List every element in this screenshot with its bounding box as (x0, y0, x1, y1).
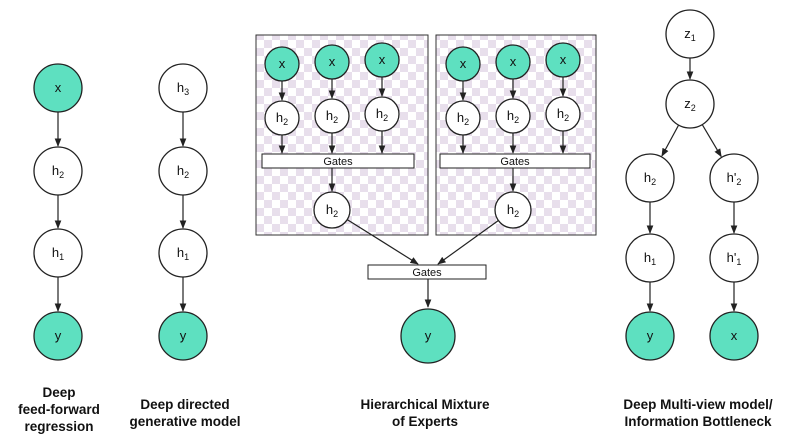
node-label: h2 (376, 106, 388, 123)
p1-gates (261, 153, 415, 169)
node-label: h2 (326, 108, 338, 125)
node-p2-h2c (545, 96, 581, 132)
node-label: x (329, 54, 336, 69)
node-label: y (425, 328, 432, 343)
node-p1-x1 (264, 46, 300, 82)
caption-line: Deep Multi-view model/ (623, 397, 773, 412)
p2-gates (439, 153, 591, 169)
caption-line: feed-forward (18, 402, 100, 417)
caption-line: Hierarchical Mixture (360, 397, 490, 412)
edge-mv-z2-mv-h2 (661, 124, 680, 157)
node-p1-x2 (314, 44, 350, 80)
node-p2-x3 (545, 42, 581, 78)
edge-mv-z2-mv-hp2 (701, 124, 722, 158)
node-label: h2 (177, 163, 189, 180)
caption-mixture: Hierarchical Mixture of Experts (340, 396, 510, 430)
node-me-y (400, 308, 456, 364)
node-ff-h1 (33, 228, 83, 278)
node-dg-h3 (158, 63, 208, 113)
node-label: h1 (177, 245, 189, 262)
node-label: y (55, 328, 62, 343)
node-label: x (379, 52, 386, 67)
node-label: h1 (52, 245, 64, 262)
node-label: h2 (557, 106, 569, 123)
caption-line: Deep directed (140, 397, 230, 412)
node-mv-x (709, 311, 759, 361)
node-dg-y (158, 311, 208, 361)
node-label: h2 (326, 202, 338, 219)
gates-label: Gates (412, 267, 442, 279)
node-label: x (560, 52, 567, 67)
node-label: x (460, 56, 467, 71)
node-mv-z2 (665, 79, 715, 129)
node-p2-x1 (445, 46, 481, 82)
caption-multiview: Deep Multi-view model/ Information Bottl… (598, 396, 798, 430)
node-p2-x2 (495, 44, 531, 80)
edge-p1-h2o-gates (346, 219, 419, 265)
node-mv-h1 (625, 233, 675, 283)
node-ff-x (33, 63, 83, 113)
caption-line: of Experts (391, 414, 459, 429)
node-p1-h2c (364, 96, 400, 132)
node-mv-z1 (665, 9, 715, 59)
node-label: h1 (644, 250, 656, 267)
node-label: z1 (684, 26, 696, 43)
node-label: x (279, 56, 286, 71)
node-label: x (510, 54, 517, 69)
gates-label: Gates (500, 156, 530, 168)
node-mv-h2 (625, 153, 675, 203)
node-label: h'2 (727, 170, 742, 187)
caption-directed: Deep directed generative model (125, 396, 245, 430)
node-p1-x3 (364, 42, 400, 78)
node-label: h2 (52, 163, 64, 180)
node-mv-y (625, 311, 675, 361)
caption-line: Deep (42, 385, 76, 400)
node-p1-h2a (264, 100, 300, 136)
node-label: y (180, 328, 187, 343)
gates-label: Gates (323, 156, 353, 168)
node-label: h2 (507, 202, 519, 219)
caption-feedforward: Deep feed-forward regression (4, 384, 114, 435)
node-label: h2 (507, 108, 519, 125)
node-ff-y (33, 311, 83, 361)
node-label: h'1 (727, 250, 742, 267)
node-p1-h2b (314, 98, 350, 134)
node-p2-h2o (494, 191, 532, 229)
node-label: y (647, 328, 654, 343)
node-label: h2 (457, 110, 469, 127)
node-mv-hp2 (709, 153, 759, 203)
node-label: h2 (276, 110, 288, 127)
node-mv-hp1 (709, 233, 759, 283)
node-label: h3 (177, 80, 189, 97)
caption-line: Information Bottleneck (624, 414, 772, 429)
me-gates (367, 264, 487, 280)
node-label: h2 (644, 170, 656, 187)
node-dg-h1 (158, 228, 208, 278)
node-label: x (55, 80, 62, 95)
caption-line: generative model (129, 414, 241, 429)
caption-line: regression (24, 419, 94, 434)
node-label: x (731, 328, 738, 343)
node-ff-h2 (33, 146, 83, 196)
node-p2-h2a (445, 100, 481, 136)
node-p2-h2b (495, 98, 531, 134)
node-p1-h2o (313, 191, 351, 229)
node-label: z2 (684, 96, 696, 113)
edge-p2-h2o-gates (437, 220, 499, 265)
node-dg-h2 (158, 146, 208, 196)
